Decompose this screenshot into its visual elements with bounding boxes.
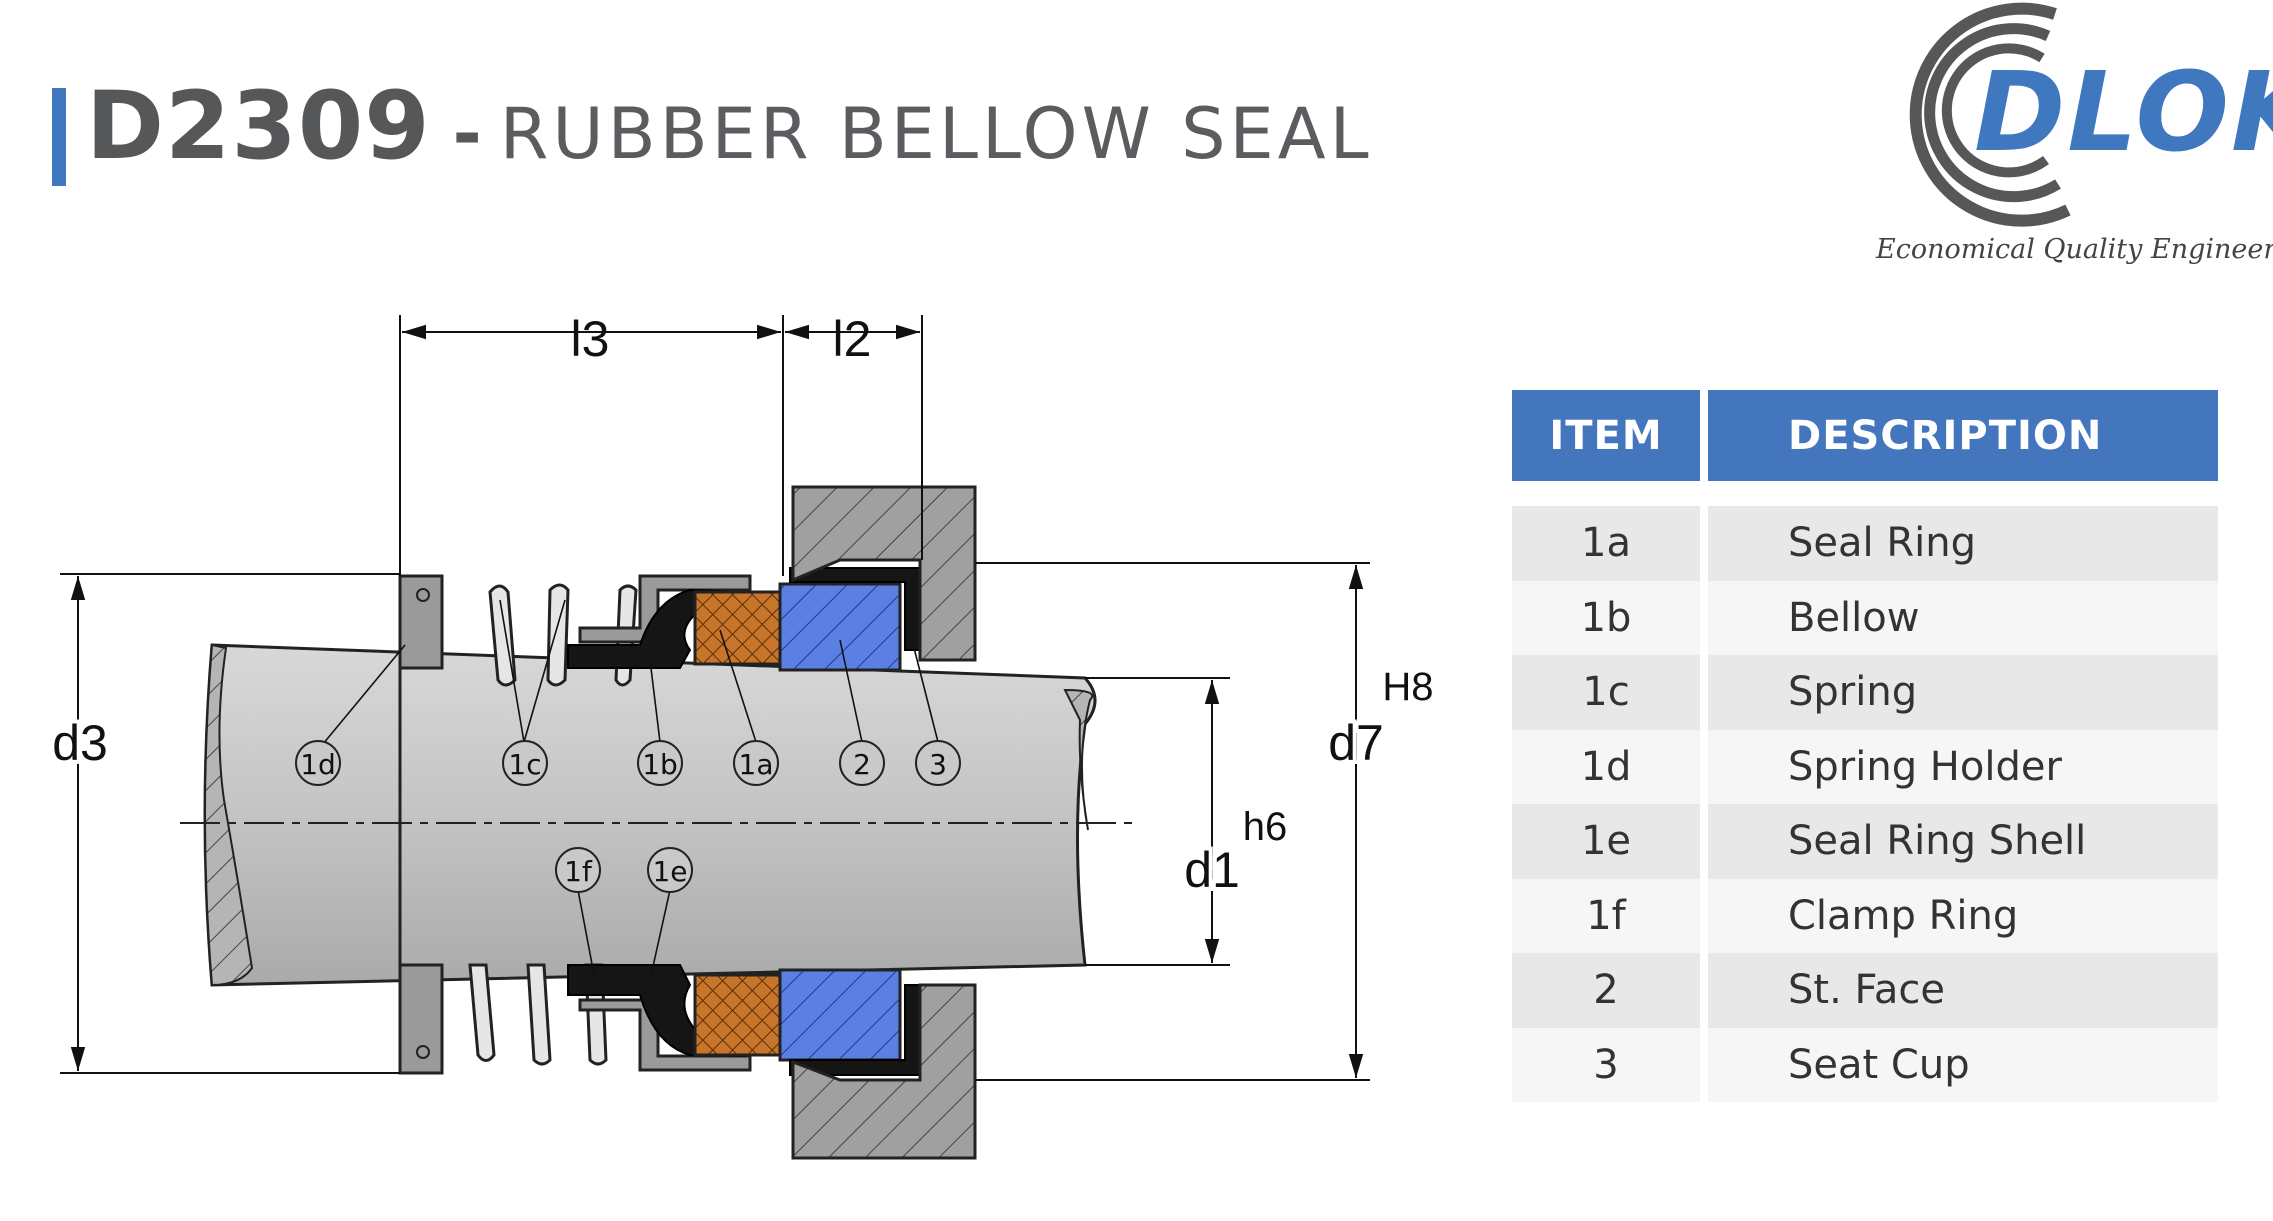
dim-d3-label: d3 xyxy=(52,715,108,771)
logo-ring-outer xyxy=(1909,2,2071,227)
parts-table: ITEM DESCRIPTION 1a Seal Ring 1b Bellow … xyxy=(1512,390,2218,1102)
dim-h6-label: h6 xyxy=(1243,805,1288,849)
table-row: 3 Seat Cup xyxy=(1512,1027,2218,1102)
page-title: D2309-RUBBER BELLOW SEAL xyxy=(86,72,1373,181)
logo-tagline: Economical Quality Engineering xyxy=(1876,234,2273,265)
row-description: St. Face xyxy=(1708,953,2218,1028)
product-name: RUBBER BELLOW SEAL xyxy=(499,93,1373,175)
logo-text: DLOK xyxy=(1974,48,2273,176)
shaft xyxy=(180,643,1140,987)
callout-1f: 1f xyxy=(555,847,601,893)
svg-text:1d: 1d xyxy=(300,748,336,781)
row-description: Seal Ring xyxy=(1708,506,2218,581)
bellow-assembly-top xyxy=(567,574,782,669)
callout-2: 2 xyxy=(839,740,885,786)
callout-1d: 1d xyxy=(295,740,341,786)
leader-lines xyxy=(317,599,939,981)
table-row: 1a Seal Ring xyxy=(1512,506,2218,581)
logo-ring-middle xyxy=(1924,23,2061,203)
callout-1b: 1b xyxy=(637,740,683,786)
parts-table-header: ITEM DESCRIPTION xyxy=(1512,390,2218,481)
stationary-face-bottom xyxy=(778,968,902,1062)
row-item: 1e xyxy=(1512,804,1700,879)
header-item: ITEM xyxy=(1512,390,1700,481)
stationary-face-top xyxy=(778,582,902,672)
dim-l2-label: l2 xyxy=(833,311,872,367)
svg-text:2: 2 xyxy=(853,748,871,781)
svg-text:1c: 1c xyxy=(508,748,541,781)
table-row: 1f Clamp Ring xyxy=(1512,878,2218,953)
row-item: 1b xyxy=(1512,580,1700,655)
table-row: 1c Spring xyxy=(1512,655,2218,730)
row-description: Clamp Ring xyxy=(1708,878,2218,953)
dimension-lines xyxy=(60,315,1370,1081)
svg-text:1e: 1e xyxy=(652,855,687,888)
housing-top xyxy=(791,485,977,662)
dim-d1-label: d1 xyxy=(1184,842,1240,898)
spring xyxy=(468,583,638,1066)
shaft-left-break xyxy=(204,643,254,987)
table-row: 1b Bellow xyxy=(1512,580,2218,655)
shaft-right-break xyxy=(1063,688,1094,831)
spring-holder xyxy=(398,574,444,1075)
row-item: 2 xyxy=(1512,953,1700,1028)
dlok-logo: DLOK xyxy=(1909,2,2273,227)
title-separator: - xyxy=(452,93,482,175)
dim-h8-label: H8 xyxy=(1382,665,1433,709)
row-item: 1d xyxy=(1512,729,1700,804)
svg-text:3: 3 xyxy=(929,748,947,781)
table-row: 2 St. Face xyxy=(1512,953,2218,1028)
row-description: Spring xyxy=(1708,655,2218,730)
svg-text:1b: 1b xyxy=(642,748,678,781)
row-description: Spring Holder xyxy=(1708,729,2218,804)
housing-bottom xyxy=(791,983,977,1160)
callout-1c: 1c xyxy=(502,740,548,786)
logo-ring-inner xyxy=(1941,43,2049,178)
callout-1a: 1a xyxy=(733,740,779,786)
dim-l3-label: l3 xyxy=(571,311,610,367)
row-description: Seal Ring Shell xyxy=(1708,804,2218,879)
callout-1e: 1e xyxy=(647,847,693,893)
table-row: 1d Spring Holder xyxy=(1512,729,2218,804)
product-code: D2309 xyxy=(86,72,431,181)
row-description: Bellow xyxy=(1708,580,2218,655)
row-item: 1c xyxy=(1512,655,1700,730)
row-description: Seat Cup xyxy=(1708,1027,2218,1102)
seal-cross-section-drawing: l3 l2 d3 d7 H8 d1 h6 1d 1c 1b 1a 2 3 1f … xyxy=(48,311,1434,1160)
row-item: 1f xyxy=(1512,878,1700,953)
row-item: 1a xyxy=(1512,506,1700,581)
table-row: 1e Seal Ring Shell xyxy=(1512,804,2218,879)
svg-text:1f: 1f xyxy=(564,855,593,888)
header-description: DESCRIPTION xyxy=(1708,390,2218,481)
title-accent-bar xyxy=(52,88,66,186)
dim-d7-label: d7 xyxy=(1328,715,1384,771)
bellow-assembly-bottom xyxy=(567,964,782,1072)
row-item: 3 xyxy=(1512,1027,1700,1102)
svg-text:1a: 1a xyxy=(739,748,774,781)
callout-3: 3 xyxy=(915,740,961,786)
